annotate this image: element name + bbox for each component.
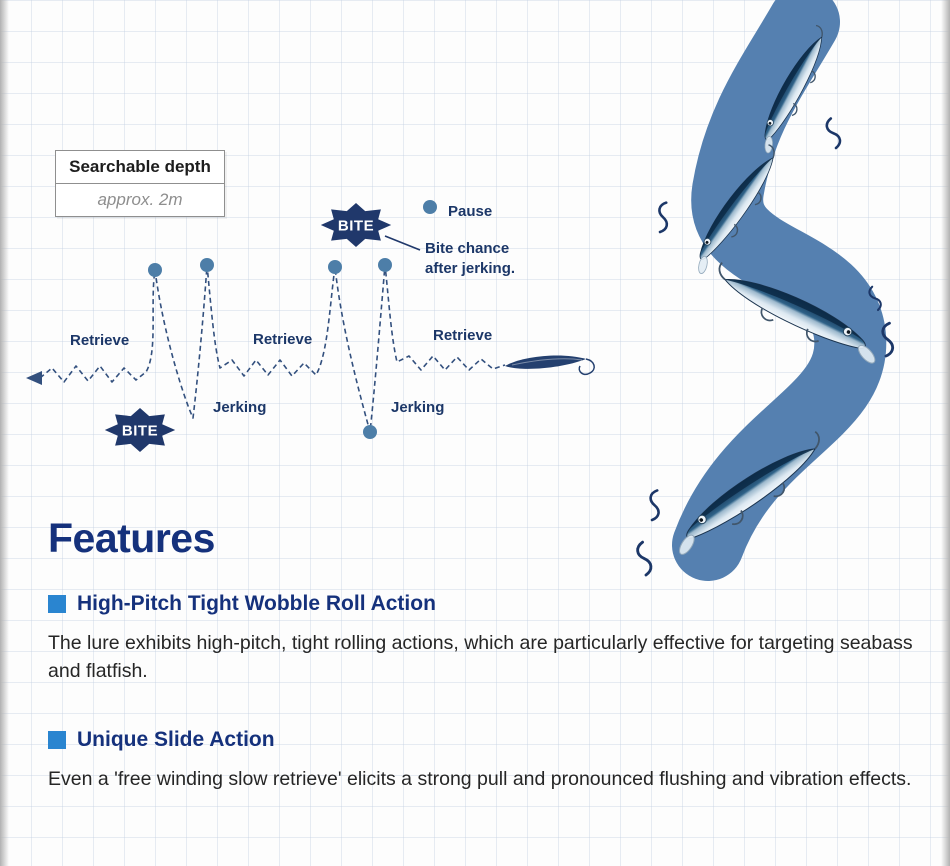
peak-dot-1 <box>148 263 162 277</box>
peak-dot-3 <box>328 260 342 274</box>
peak-dot-4 <box>378 258 392 272</box>
page-edge-left <box>0 0 9 866</box>
feature-body-text: The lure exhibits high-pitch, tight roll… <box>48 632 913 683</box>
retrieve-label-mid: Retrieve <box>253 331 313 348</box>
direction-arrowhead-icon <box>26 371 42 385</box>
retrieve-label-left: Retrieve <box>70 332 130 349</box>
bite-badge-top: BITE <box>320 203 392 247</box>
features-title: Features <box>48 515 215 561</box>
bite-chance-line-2: after jerking. <box>425 260 516 278</box>
peak-dot-2 <box>200 258 214 272</box>
square-bullet-icon <box>48 595 66 613</box>
feature-heading: Unique Slide Action <box>77 727 275 751</box>
jerking-label-left: Jerking <box>213 399 267 416</box>
retrieve-label-right: Retrieve <box>433 327 493 344</box>
bite-chance-line-1: Bite chance <box>425 240 510 257</box>
starburst-icon <box>104 408 176 452</box>
retrieve-technique-diagram <box>26 200 595 439</box>
bite-callout-line <box>384 235 421 251</box>
starburst-icon <box>320 203 392 247</box>
swim-ribbon <box>672 0 887 581</box>
feature-item-wobble-roll: High-Pitch Tight Wobble Roll Action The … <box>48 592 920 686</box>
motion-squiggle-icon <box>653 200 673 235</box>
bite-badge-label: BITE <box>122 423 158 440</box>
motion-squiggle-icon <box>824 116 843 151</box>
depth-box-value: approx. 2m <box>97 190 183 209</box>
feature-heading: High-Pitch Tight Wobble Roll Action <box>77 592 436 615</box>
page-edge-right <box>941 0 950 866</box>
feature-heading-row: Unique Slide Action <box>48 728 920 752</box>
jerking-label-right: Jerking <box>391 399 445 416</box>
pause-dot <box>423 200 437 214</box>
bite-badge-label: BITE <box>338 218 374 235</box>
feature-body-text: Even a 'free winding slow retrieve' elic… <box>48 767 912 790</box>
depth-box-title: Searchable depth <box>56 151 224 184</box>
bite-badge-bottom: BITE <box>104 408 176 452</box>
feature-heading-row: High-Pitch Tight Wobble Roll Action <box>48 592 920 616</box>
square-bullet-icon <box>48 730 66 749</box>
bite-chance-note: Bite chance after jerking. <box>425 239 515 280</box>
swim-action-illustration <box>635 0 897 581</box>
feature-item-slide-action: Unique Slide Action Even a 'free winding… <box>48 728 920 793</box>
pause-label: Pause <box>448 203 493 220</box>
jerk-bottom-dot <box>363 425 377 439</box>
lure-side-icon <box>505 355 595 376</box>
searchable-depth-box: Searchable depth approx. 2m <box>55 150 225 217</box>
features-section: Features High-Pitch Tight Wobble Roll Ac… <box>48 515 920 835</box>
